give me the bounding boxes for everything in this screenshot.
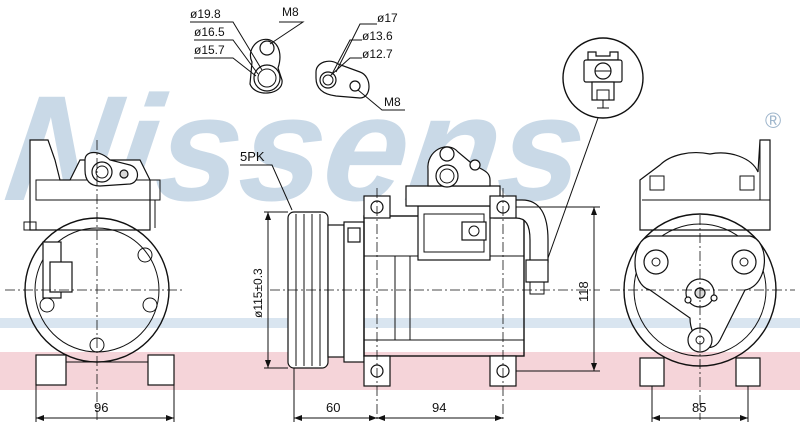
- right-fitting-thread: M8: [384, 95, 401, 109]
- left-fitting-detail: ø19.8 ø16.5 ø15.7 M8: [190, 5, 305, 94]
- side-view: 5PK ø115±0.3 118 60 94: [240, 146, 600, 422]
- left-fitting-d1: ø19.8: [190, 7, 221, 21]
- dim-mount-spacing: 94: [432, 400, 446, 415]
- pulley-diameter-dim: ø115±0.3: [251, 268, 265, 318]
- dim-left-width: 96: [94, 400, 108, 415]
- left-fitting-thread: M8: [282, 5, 299, 19]
- dim-right-width: 85: [692, 400, 706, 415]
- right-fitting-d2: ø13.6: [362, 29, 393, 43]
- right-fitting-detail: ø17 ø13.6 ø12.7 M8: [315, 11, 405, 111]
- dim-height: 118: [576, 281, 591, 302]
- left-fitting-d2: ø16.5: [194, 25, 225, 39]
- connector-detail: [547, 37, 644, 259]
- right-view: 85: [610, 139, 795, 422]
- dim-pulley-to-mount: 60: [326, 400, 340, 415]
- right-fitting-d3: ø12.7: [362, 47, 393, 61]
- left-fitting-d3: ø15.7: [194, 43, 225, 57]
- registered-mark: ®: [765, 108, 781, 133]
- pulley-belt-label: 5PK: [240, 149, 265, 164]
- watermark-stripe: [0, 318, 800, 328]
- left-view: 96: [5, 139, 185, 422]
- right-fitting-d1: ø17: [377, 11, 398, 25]
